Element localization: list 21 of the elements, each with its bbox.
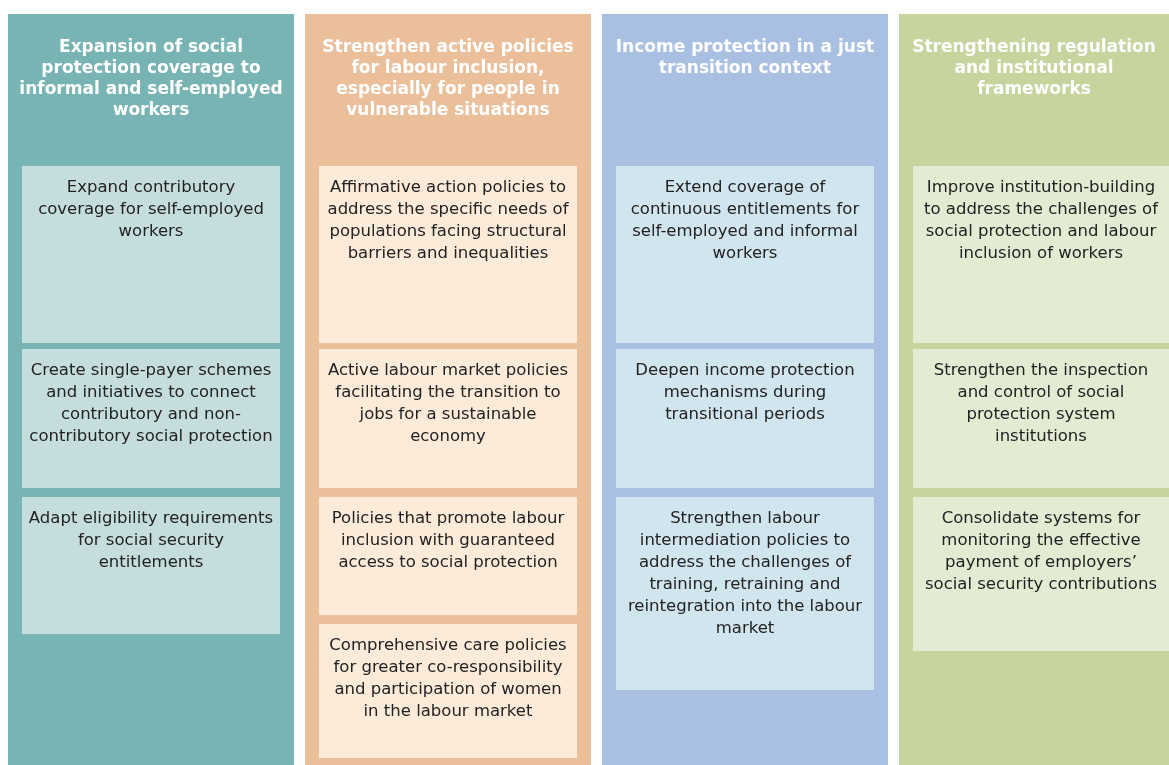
policy-box: Comprehensive care policies for greater co-responsibility and participation of women in the labour market	[319, 624, 577, 758]
policy-box: Affirmative action policies to address the specific needs of populations facing structural barriers and inequalities	[319, 166, 577, 343]
column-panel	[899, 14, 1169, 765]
policy-box: Expand contributory coverage for self-employed workers	[22, 166, 280, 343]
policy-box: Adapt eligibility requirements for social security entitlements	[22, 497, 280, 634]
policy-box: Strengthen the inspection and control of social protection system institutions	[913, 349, 1169, 488]
policy-box: Improve institution-building to address the challenges of social protection and labour inclusion of workers	[913, 166, 1169, 343]
policy-box: Policies that promote labour inclusion with guaranteed access to social protection	[319, 497, 577, 615]
policy-box: Deepen income protection mechanisms during transitional periods	[616, 349, 874, 488]
column-heading: Expansion of social protection coverage to informal and self-employed workers	[18, 36, 284, 120]
policy-box: Create single-payer schemes and initiatives to connect contributory and non-contributory social protection	[22, 349, 280, 488]
column-heading: Income protection in a just transition context	[614, 36, 876, 78]
policy-box: Active labour market policies facilitating the transition to jobs for a sustainable economy	[319, 349, 577, 488]
policy-box: Consolidate systems for monitoring the effective payment of employers’ social security contributions	[913, 497, 1169, 651]
policy-box: Strengthen labour intermediation policies to address the challenges of training, retraining and reintegration into the labour market	[616, 497, 874, 690]
column-panel	[305, 14, 591, 765]
policy-box: Extend coverage of continuous entitlements for self-employed and informal workers	[616, 166, 874, 343]
column-panel	[602, 14, 888, 765]
column-panel	[8, 14, 294, 765]
column-heading: Strengthening regulation and institutional frameworks	[911, 36, 1157, 99]
column-heading: Strengthen active policies for labour inclusion, especially for people in vulnerable situations	[321, 36, 575, 120]
